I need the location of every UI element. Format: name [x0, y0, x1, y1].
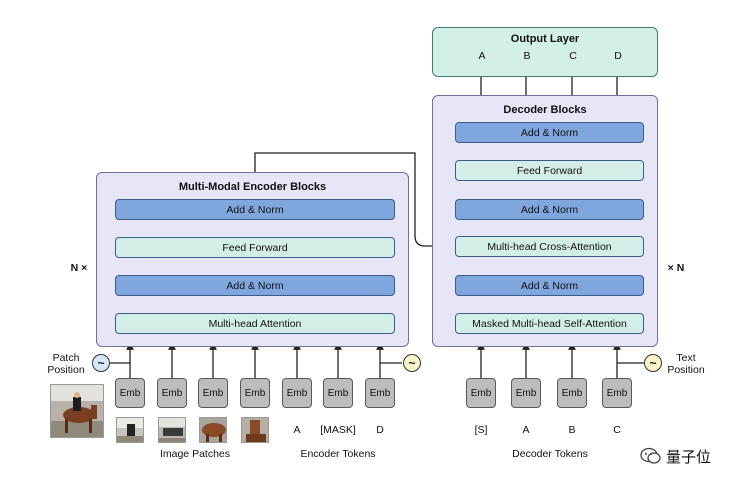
encoder-token-d: D — [376, 424, 384, 436]
decoder-self-attention: Masked Multi-head Self-Attention — [455, 313, 644, 334]
output-layer-title: Output Layer — [510, 33, 580, 45]
image-patches-label: Image Patches — [159, 448, 231, 460]
encoder-token-a: A — [293, 424, 301, 436]
patch-position-label: Patch Position — [47, 352, 85, 376]
emb-dec-a: Emb — [511, 378, 541, 408]
patch-position-icon: ~ — [92, 354, 110, 372]
decoder-repeat-label: × N — [667, 262, 685, 274]
image-patch-1 — [116, 417, 144, 443]
encoder-tokens-label: Encoder Tokens — [300, 448, 376, 460]
output-label-c: C — [569, 50, 577, 62]
encoder-add-norm-top: Add & Norm — [115, 199, 395, 220]
watermark: 量子位 — [640, 444, 730, 468]
decoder-text-position-icon: ~ — [644, 354, 662, 372]
decoder-token-c: C — [613, 424, 621, 436]
image-patch-3 — [199, 417, 227, 443]
decoder-add-norm-bottom: Add & Norm — [455, 275, 644, 296]
emb-token-a: Emb — [282, 378, 312, 408]
decoder-token-a: A — [522, 424, 530, 436]
emb-patch-4: Emb — [240, 378, 270, 408]
emb-dec-s: Emb — [466, 378, 496, 408]
output-label-a: A — [478, 50, 486, 62]
decoder-add-norm-top: Add & Norm — [455, 122, 644, 143]
emb-patch-3: Emb — [198, 378, 228, 408]
decoder-add-norm-middle: Add & Norm — [455, 199, 644, 220]
emb-patch-1: Emb — [115, 378, 145, 408]
encoder-token-mask: [MASK] — [320, 424, 356, 436]
decoder-cross-attention: Multi-head Cross-Attention — [455, 236, 644, 257]
emb-token-d: Emb — [365, 378, 395, 408]
emb-dec-b: Emb — [557, 378, 587, 408]
encoder-add-norm-bottom: Add & Norm — [115, 275, 395, 296]
decoder-title: Decoder Blocks — [503, 104, 587, 116]
watermark-text: 量子位 — [666, 447, 712, 466]
image-patch-2 — [158, 417, 186, 443]
emb-dec-c: Emb — [602, 378, 632, 408]
encoder-feed-forward: Feed Forward — [115, 237, 395, 258]
encoder-text-position-icon: ~ — [403, 354, 421, 372]
encoder-title: Multi-Modal Encoder Blocks — [178, 181, 327, 193]
encoder-attention: Multi-head Attention — [115, 313, 395, 334]
full-image — [50, 384, 104, 438]
image-patch-4 — [241, 417, 269, 443]
emb-patch-2: Emb — [157, 378, 187, 408]
decoder-feed-forward: Feed Forward — [455, 160, 644, 181]
decoder-tokens-label: Decoder Tokens — [512, 448, 588, 460]
wechat-logo-icon — [640, 447, 661, 464]
encoder-repeat-label: N × — [70, 262, 88, 274]
decoder-token-s: [S] — [474, 424, 488, 436]
output-layer: Output Layer A B C D — [432, 27, 658, 77]
output-label-d: D — [614, 50, 622, 62]
decoder-token-b: B — [568, 424, 576, 436]
emb-token-mask: Emb — [323, 378, 353, 408]
output-label-b: B — [523, 50, 531, 62]
text-position-label: Text Position — [667, 352, 705, 376]
